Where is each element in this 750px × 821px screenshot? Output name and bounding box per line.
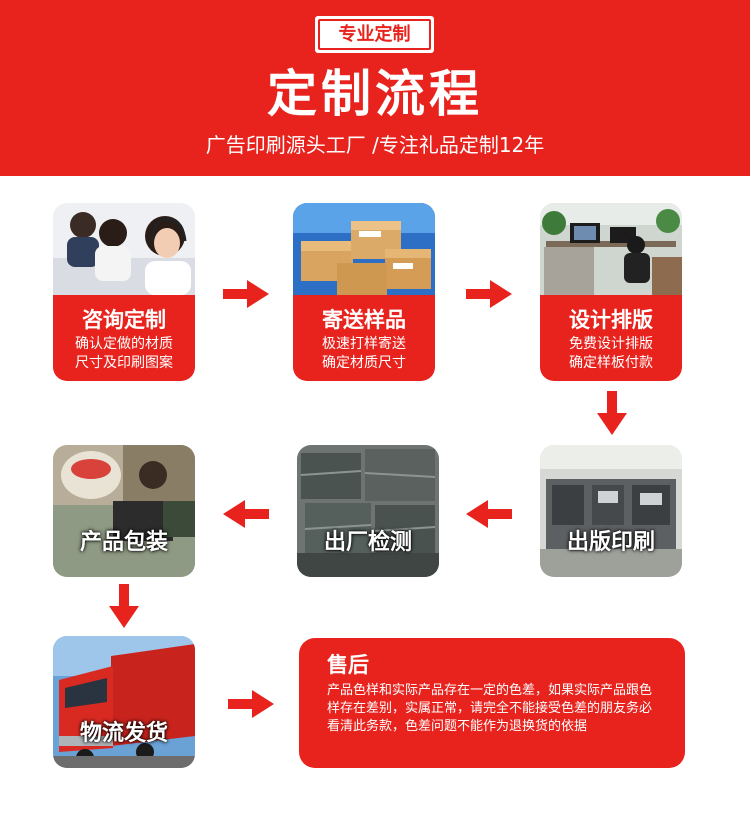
step-design-line1: 免费设计排版 xyxy=(569,336,653,352)
step-samples-card: 寄送样品 极速打样寄送 确定材质尺寸 xyxy=(293,203,435,381)
printing-press-photo xyxy=(540,445,682,577)
step-samples-panel: 寄送样品 极速打样寄送 确定材质尺寸 xyxy=(293,295,435,381)
step-inspection-title: 出厂检测 xyxy=(323,530,412,555)
step-consult-panel: 咨询定制 确认定做的材质 尺寸及印刷图案 xyxy=(53,295,195,381)
after-sales-panel: 售后 产品色样和实际产品存在一定的色差，如果实际产品跟色样存在差别，实属正常，请… xyxy=(299,638,685,768)
step-consult-card: 咨询定制 确认定做的材质 尺寸及印刷图案 xyxy=(53,203,195,381)
arrow-right-icon xyxy=(223,280,269,308)
step-consult-line1: 确认定做的材质 xyxy=(75,336,173,352)
step-packaging-card: 产品包装 xyxy=(53,445,195,577)
step-design-title: 设计排版 xyxy=(569,308,653,332)
step-samples-line1: 极速打样寄送 xyxy=(322,336,406,352)
packed-goods-photo xyxy=(297,445,439,577)
step-inspection-card: 出厂检测 xyxy=(297,445,439,577)
header-banner: 专业定制 定制流程 广告印刷源头工厂 /专注礼品定制12年 xyxy=(0,0,750,176)
arrow-right-icon xyxy=(466,280,512,308)
step-design-card: 设计排版 免费设计排版 确定样板付款 xyxy=(540,203,682,381)
office-designer-photo xyxy=(540,203,682,295)
arrow-right-icon xyxy=(228,690,274,718)
arrow-down-icon xyxy=(109,584,139,628)
customer-service-photo xyxy=(53,203,195,295)
cardboard-boxes-photo xyxy=(293,203,435,295)
badge-label: 专业定制 xyxy=(318,19,431,50)
step-printing-card: 出版印刷 xyxy=(540,445,682,577)
step-design-panel: 设计排版 免费设计排版 确定样板付款 xyxy=(540,295,682,381)
step-printing-title: 出版印刷 xyxy=(566,530,655,555)
delivery-truck-photo xyxy=(53,636,195,768)
step-samples-line2: 确定材质尺寸 xyxy=(322,355,406,371)
step-shipping-title: 物流发货 xyxy=(79,721,168,746)
step-consult-line2: 尺寸及印刷图案 xyxy=(75,355,173,371)
page-subtitle: 广告印刷源头工厂 /专注礼品定制12年 xyxy=(205,133,545,157)
step-packaging-title: 产品包装 xyxy=(79,530,168,555)
after-sales-text: 产品色样和实际产品存在一定的色差，如果实际产品跟色样存在差别，实属正常，请完全不… xyxy=(327,683,653,734)
page-title: 定制流程 xyxy=(267,65,483,123)
step-samples-title: 寄送样品 xyxy=(322,308,406,332)
arrow-left-icon xyxy=(223,500,269,528)
step-consult-title: 咨询定制 xyxy=(82,308,166,332)
packaging-work-photo xyxy=(53,445,195,577)
custom-badge: 专业定制 xyxy=(315,16,434,53)
arrow-down-icon xyxy=(597,391,627,435)
step-shipping-card: 物流发货 xyxy=(53,636,195,768)
after-sales-title: 售后 xyxy=(327,653,369,677)
arrow-left-icon xyxy=(466,500,512,528)
step-design-line2: 确定样板付款 xyxy=(569,355,653,371)
